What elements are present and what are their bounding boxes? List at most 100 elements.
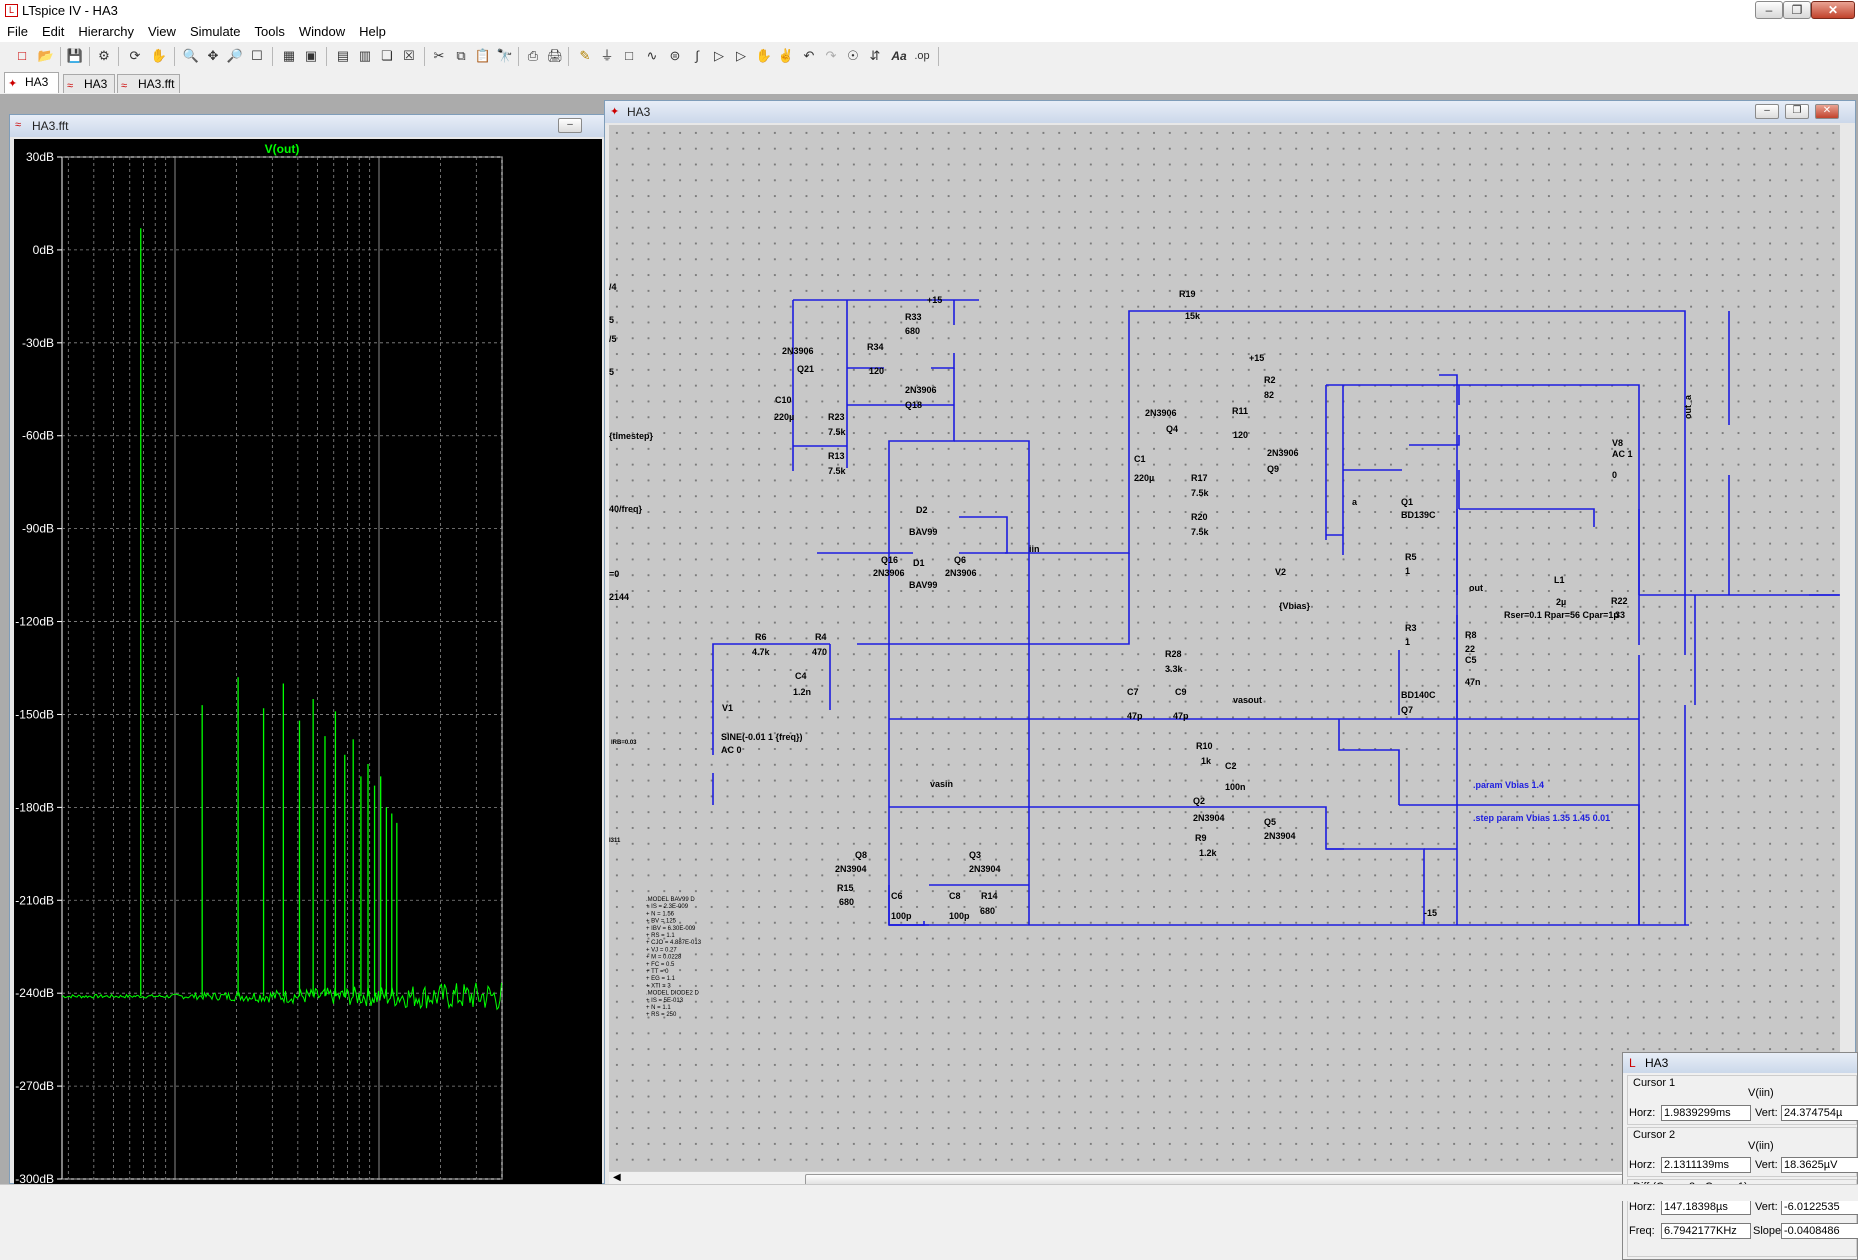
schematic-label-c9: C9 xyxy=(1175,687,1187,697)
schematic-label-v8: V8 xyxy=(1612,438,1623,448)
zoom-in-icon[interactable]: 🔍 xyxy=(182,48,200,63)
component-icon[interactable]: ▷ xyxy=(736,48,746,63)
schematic-label-c5v: 47n xyxy=(1465,677,1481,687)
tab-ha3-fft[interactable]: ≈HA3.fft xyxy=(117,74,180,93)
slope-field[interactable]: -0.0408486 xyxy=(1781,1223,1858,1239)
control-panel-icon[interactable]: ⚙ xyxy=(98,48,110,63)
ground-icon[interactable]: ⏚ xyxy=(600,48,614,63)
menu-file[interactable]: File xyxy=(7,24,28,39)
diff-vert-field[interactable]: -6.0122535 xyxy=(1781,1199,1858,1215)
menu-simulate[interactable]: Simulate xyxy=(189,24,241,39)
close-button[interactable]: ✕ xyxy=(1811,1,1855,19)
horz-label: Horz: xyxy=(1629,1107,1656,1119)
tab-ha3-schematic[interactable]: ✦HA3 xyxy=(4,72,59,93)
menu-edit[interactable]: Edit xyxy=(41,24,65,39)
schematic-label-v1: V1 xyxy=(722,703,733,713)
schematic-horizontal-scrollbar[interactable]: ◀ xyxy=(609,1171,1840,1188)
schematic-label-r11: R11 xyxy=(1232,406,1248,416)
vert-label: Vert: xyxy=(1755,1201,1778,1213)
schematic-label-e7: =0 xyxy=(609,569,619,579)
zoom-out-icon[interactable]: 🔎 xyxy=(226,48,244,63)
new-schematic-icon[interactable]: □ xyxy=(18,48,26,63)
redo-icon[interactable]: ↷ xyxy=(825,48,837,63)
mirror-icon[interactable]: ⇵ xyxy=(869,48,881,63)
scroll-left-icon[interactable]: ◀ xyxy=(613,1172,621,1183)
schematic-label-r4v: 470 xyxy=(812,647,827,657)
cut-icon[interactable]: ✂ xyxy=(433,48,445,63)
undo-icon[interactable]: ↶ xyxy=(803,48,815,63)
open-icon[interactable]: 📂 xyxy=(37,48,55,63)
autoscale-icon[interactable]: ▦ xyxy=(282,48,296,63)
fft-window-titlebar[interactable]: ≈ HA3.fft – xyxy=(10,115,604,137)
restore-button[interactable]: ❐ xyxy=(1783,1,1811,19)
menu-window[interactable]: Window xyxy=(298,24,346,39)
halt-icon[interactable]: ✋ xyxy=(150,48,168,63)
copy-icon[interactable]: ⧉ xyxy=(456,48,466,63)
model-text-line: + CJO = 4.887E-013 xyxy=(646,940,702,946)
noise-floor-trace xyxy=(61,982,502,1011)
schematic-label-p15b: +15 xyxy=(1249,353,1264,363)
schematic-restore-button[interactable]: ❐ xyxy=(1785,104,1809,119)
freq-field[interactable]: 6.7942177KHz xyxy=(1661,1223,1751,1239)
move-icon[interactable]: ✋ xyxy=(755,48,773,63)
zoom-fit-icon[interactable]: ☐ xyxy=(251,48,263,63)
pan-icon[interactable]: ✥ xyxy=(207,48,219,63)
fft-minimize-button[interactable]: – xyxy=(558,118,582,133)
schematic-label-q16m: 2N3906 xyxy=(873,568,905,578)
cursor2-label: Cursor 2 xyxy=(1633,1129,1676,1141)
close-window-icon[interactable]: ☒ xyxy=(403,48,415,63)
fft-plot[interactable]: 30dB0dB-30dB-60dB-90dB-120dB-150dB-180dB… xyxy=(14,139,602,1196)
cursor1-vert-field[interactable]: 24.374754µ xyxy=(1781,1105,1858,1121)
inductor-icon[interactable]: ∫ xyxy=(695,48,699,63)
view-all-icon[interactable]: ▣ xyxy=(304,48,318,63)
tab-ha3-waveform[interactable]: ≈HA3 xyxy=(63,74,115,93)
rotate-icon[interactable]: ☉ xyxy=(847,48,859,63)
menu-help[interactable]: Help xyxy=(359,24,386,39)
draw-wire-icon[interactable]: ✎ xyxy=(579,48,591,63)
schematic-label-vasout: vasout xyxy=(1233,695,1262,705)
schematic-label-r5v: 1 xyxy=(1405,566,1410,576)
menu-tools[interactable]: Tools xyxy=(254,24,285,39)
cursor2-vert-field[interactable]: 18.3625µV xyxy=(1781,1157,1858,1173)
schematic-minimize-button[interactable]: – xyxy=(1755,104,1779,119)
schematic-window-titlebar[interactable]: ✦ HA3 – ❐ ✕ xyxy=(605,101,1855,123)
drag-icon[interactable]: ✌ xyxy=(777,48,795,63)
model-text-line: + TT = 0 xyxy=(646,969,669,975)
cursor-window-titlebar[interactable]: L HA3 xyxy=(1623,1053,1857,1073)
schematic-icon: ✦ xyxy=(8,78,18,90)
print-setup-icon[interactable]: ⎙ xyxy=(527,48,539,63)
diff-horz-field[interactable]: 147.18398µs xyxy=(1661,1199,1751,1215)
title-bar: L LTspice IV - HA3 – ❐ ✕ xyxy=(0,0,1858,22)
save-icon[interactable]: 💾 xyxy=(66,48,84,63)
schematic-close-button[interactable]: ✕ xyxy=(1815,104,1839,119)
text-icon[interactable]: Aa xyxy=(891,49,907,63)
capacitor-icon[interactable]: ⊜ xyxy=(669,48,681,63)
schematic-drawing[interactable]: R1915k+15R33680R341202N3906Q212N3906Q18C… xyxy=(609,125,1840,1171)
waveform-icon: ≈ xyxy=(67,80,74,92)
schematic-label-c7: C7 xyxy=(1127,687,1139,697)
print-icon[interactable]: 🖨 xyxy=(546,48,564,63)
menu-view[interactable]: View xyxy=(147,24,176,39)
label-net-icon[interactable]: □ xyxy=(625,48,633,63)
paste-icon[interactable]: 📋 xyxy=(474,48,492,63)
schematic-label-d2: D2 xyxy=(916,505,928,515)
tile-horizontal-icon[interactable]: ▤ xyxy=(336,48,350,63)
cursor2-horz-field[interactable]: 2.1311139ms xyxy=(1661,1157,1751,1173)
cascade-icon[interactable]: ❏ xyxy=(381,48,393,63)
schematic-label-q4m: 2N3906 xyxy=(1145,408,1177,418)
run-icon[interactable]: ⟳ xyxy=(129,48,141,63)
schematic-label-c10v: 220µ xyxy=(774,412,794,422)
schematic-label-r15: R15 xyxy=(837,883,854,893)
resistor-icon[interactable]: ∿ xyxy=(646,48,658,63)
spice-directive-icon[interactable]: .op xyxy=(914,50,930,62)
menu-hierarchy[interactable]: Hierarchy xyxy=(78,24,134,39)
cursor1-horz-field[interactable]: 1.9839299ms xyxy=(1661,1105,1751,1121)
tile-vertical-icon[interactable]: ▥ xyxy=(358,48,372,63)
schematic-label-a: a xyxy=(1352,497,1358,507)
diode-icon[interactable]: ▷ xyxy=(714,48,724,63)
y-tick-label: 0dB xyxy=(33,243,54,257)
find-icon[interactable]: 🔭 xyxy=(496,48,514,63)
minimize-button[interactable]: – xyxy=(1755,1,1783,19)
